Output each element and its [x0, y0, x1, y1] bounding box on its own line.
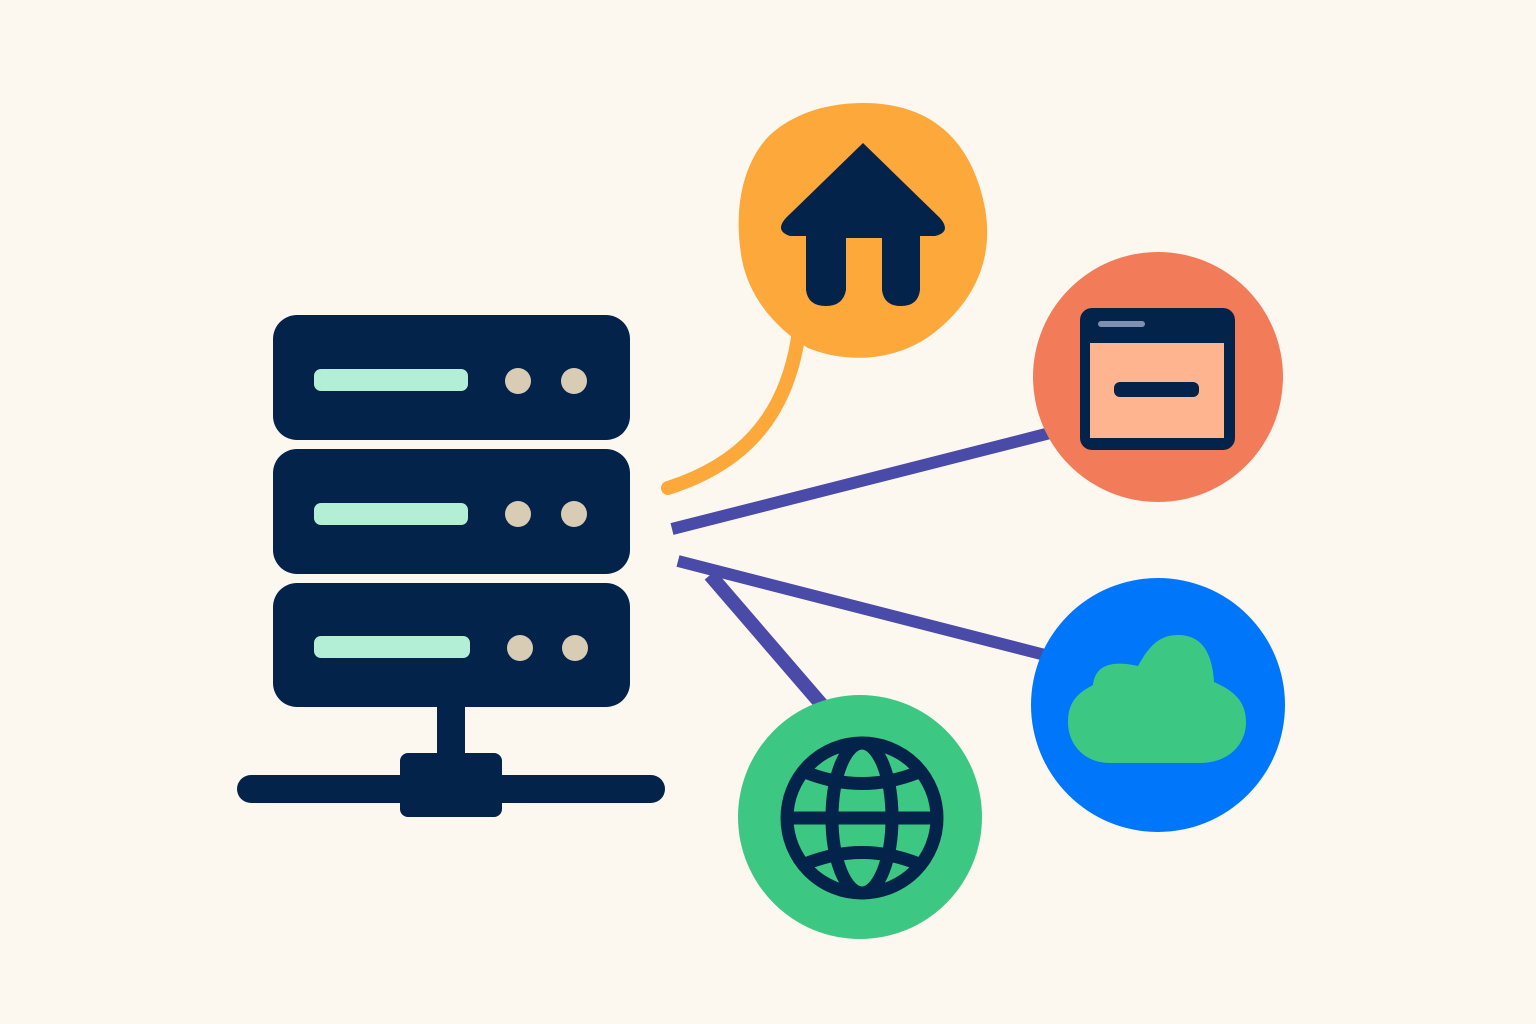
window-node — [1033, 252, 1283, 502]
server-light — [505, 501, 531, 527]
window-connection-line — [670, 427, 1052, 535]
browser-window-icon — [1080, 308, 1235, 450]
globe-node — [738, 695, 982, 939]
server-unit — [273, 315, 630, 440]
server-unit — [273, 449, 630, 574]
window-title-accent — [1098, 321, 1145, 327]
server-status-bar — [314, 369, 468, 391]
server-light — [507, 635, 533, 661]
cloud-connection-line — [676, 555, 1047, 661]
server-status-bar — [314, 636, 470, 658]
server-light — [505, 368, 531, 394]
globe-connection-line — [704, 570, 828, 710]
server-light — [561, 368, 587, 394]
globe-icon — [780, 736, 944, 900]
server-unit — [273, 583, 630, 707]
cloud-node — [1031, 578, 1285, 832]
server-rack-icon — [273, 315, 630, 707]
server-status-bar — [314, 503, 468, 525]
server-light — [561, 501, 587, 527]
network-connector-icon — [237, 700, 665, 817]
server-light — [562, 635, 588, 661]
cloud-icon — [1068, 635, 1246, 763]
home-node — [738, 103, 988, 358]
home-icon — [781, 143, 945, 306]
minimize-bar — [1114, 382, 1199, 397]
home-connection-line — [661, 331, 805, 495]
